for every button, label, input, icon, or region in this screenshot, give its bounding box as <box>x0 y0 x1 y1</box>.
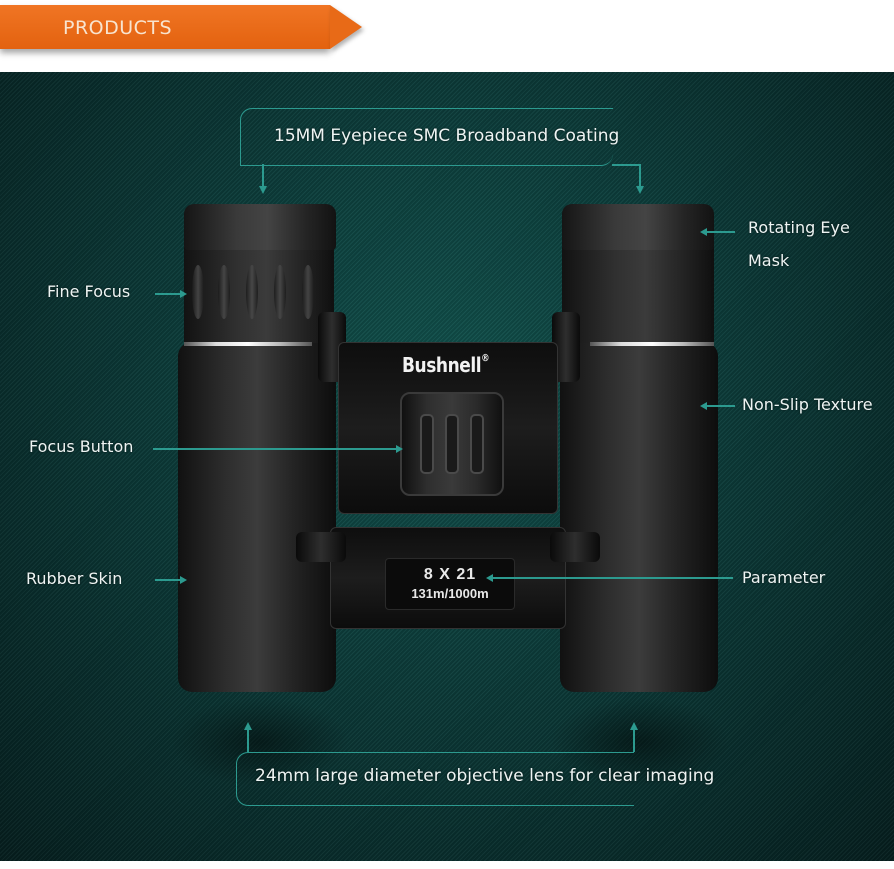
focus-ridge <box>218 265 230 319</box>
bottom-left-leader <box>247 729 249 752</box>
products-banner-label: PRODUCTS <box>63 17 173 39</box>
focus-ridge <box>192 265 204 319</box>
magnification-text: 8 X 21 <box>423 566 477 583</box>
top-callout-right-segment <box>612 164 640 166</box>
products-banner <box>0 5 330 49</box>
callout-objective-lens: 24mm large diameter objective lens for c… <box>255 766 715 786</box>
callout-rotating-eye-mask-line2: Mask <box>748 251 790 270</box>
footer-strip <box>0 861 894 869</box>
right-eyecup <box>562 204 714 250</box>
fine-focus-leader <box>155 293 181 295</box>
right-barrel-body <box>560 342 718 692</box>
arrow-left-icon <box>486 574 493 582</box>
focus-ridge <box>274 265 286 319</box>
arrow-right-icon <box>180 576 187 584</box>
parameter-plate: 8 X 21 131m/1000m <box>385 558 515 610</box>
header-area: PRODUCTS <box>0 0 894 72</box>
left-fine-focus-ring <box>184 247 334 343</box>
top-callout-left-leader <box>262 164 264 188</box>
wheel-groove <box>445 414 459 474</box>
brand-logo: Bushnell® <box>402 353 490 377</box>
left-barrel-body <box>178 342 336 692</box>
banner-arrow-tip <box>330 5 362 49</box>
focus-button-leader <box>153 448 396 450</box>
focus-ridge <box>246 265 258 319</box>
product-feature-diagram: Bushnell® 8 X 21 131m/1000m 15MM Eyepiec… <box>0 72 894 861</box>
arrow-up-icon <box>244 722 252 730</box>
focus-wheel <box>400 392 504 496</box>
arrow-up-icon <box>630 722 638 730</box>
left-barrel-reflection <box>170 697 350 787</box>
callout-rubber-skin: Rubber Skin <box>26 569 123 588</box>
wheel-groove <box>470 414 484 474</box>
callout-parameter: Parameter <box>742 568 826 587</box>
callout-rotating-eye-mask-line1: Rotating Eye <box>748 218 850 237</box>
focus-ridge <box>302 265 314 319</box>
callout-fine-focus: Fine Focus <box>47 282 131 301</box>
eye-mask-leader <box>707 231 735 233</box>
top-callout-right-leader <box>639 164 641 188</box>
bottom-callout-frame <box>236 752 634 806</box>
arrow-down-icon <box>259 186 267 194</box>
callout-focus-button: Focus Button <box>29 437 134 456</box>
callout-non-slip-texture: Non-Slip Texture <box>742 395 873 414</box>
wheel-groove <box>420 414 434 474</box>
field-of-view-text: 131m/1000m <box>411 586 489 601</box>
right-barrel-reflection <box>550 697 730 787</box>
arrow-left-icon <box>700 402 707 410</box>
left-silver-ring <box>184 342 312 346</box>
left-eyecup <box>184 204 336 250</box>
parameter-leader <box>493 577 733 579</box>
non-slip-leader <box>707 405 735 407</box>
rubber-skin-leader <box>155 579 181 581</box>
top-callout-frame <box>240 108 613 166</box>
arrow-right-icon <box>396 445 403 453</box>
right-silver-ring <box>590 342 714 346</box>
arrow-down-icon <box>636 186 644 194</box>
right-barrel-upper <box>562 247 714 343</box>
arrow-right-icon <box>180 290 187 298</box>
bottom-right-leader <box>633 729 635 752</box>
right-lower-hinge <box>550 532 600 562</box>
callout-eyepiece-coating: 15MM Eyepiece SMC Broadband Coating <box>274 126 620 146</box>
arrow-left-icon <box>700 228 707 236</box>
left-lower-hinge <box>296 532 346 562</box>
